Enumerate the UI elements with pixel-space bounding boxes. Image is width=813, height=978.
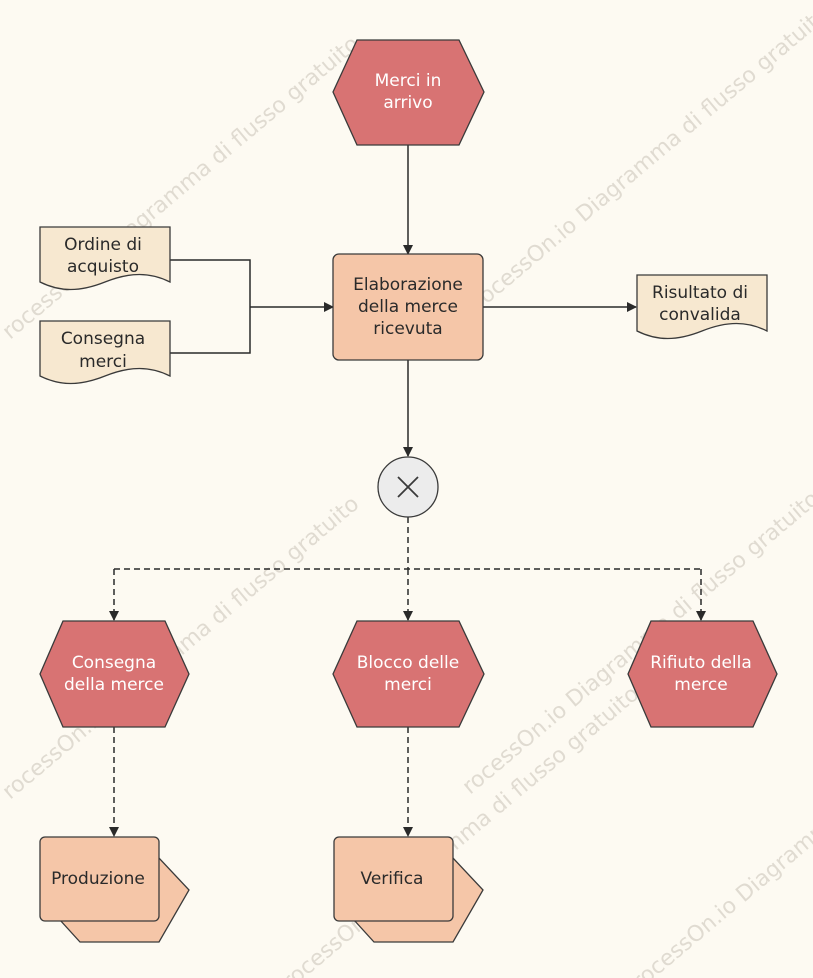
event-label-line: merci xyxy=(384,675,432,695)
event-label-line: Merci in xyxy=(375,71,442,91)
function-label-line: ricevuta xyxy=(373,319,442,339)
event-label-line: arrivo xyxy=(383,93,432,113)
event-rifiuto-della-merce[interactable]: Rifiuto della merce xyxy=(627,620,778,728)
document-label-line: acquisto xyxy=(67,257,139,277)
process-path-verifica[interactable]: Verifica xyxy=(333,836,484,943)
document-consegna-merci[interactable]: Consegna merci xyxy=(39,320,171,385)
event-label-line: Blocco delle xyxy=(357,653,459,673)
function-elaborazione-merce[interactable]: Elaborazione della merce ricevuta xyxy=(332,253,484,361)
document-label-line: Ordine di xyxy=(64,235,142,255)
function-label-line: Elaborazione xyxy=(353,275,463,295)
document-risultato-di-convalida[interactable]: Risultato di convalida xyxy=(636,274,768,340)
event-consegna-della-merce[interactable]: Consegna della merce xyxy=(39,620,190,728)
watermark-text: rocessOn.io Diagramma di flusso gratuito xyxy=(0,32,364,345)
connector-consegna-to-merge xyxy=(170,307,251,354)
document-ordine-di-acquisto[interactable]: Ordine di acquisto xyxy=(39,226,171,291)
dashed-connectors xyxy=(109,517,706,837)
event-label-line: Rifiuto della xyxy=(650,653,752,673)
document-label-line: merci xyxy=(79,352,127,372)
event-label-line: Consegna xyxy=(72,653,156,673)
process-path-produzione[interactable]: Produzione xyxy=(39,836,190,943)
gateway-xor[interactable] xyxy=(377,456,439,518)
connector-ordine-to-merge xyxy=(170,259,251,307)
function-label-line: della merce xyxy=(358,297,458,317)
watermark-text: rocessOn.io Diagramma di flusso gratuito xyxy=(468,2,813,315)
close-icon xyxy=(397,476,419,498)
event-merci-in-arrivo[interactable]: Merci in arrivo xyxy=(332,39,485,146)
process-label: Verifica xyxy=(361,869,424,889)
event-blocco-delle-merci[interactable]: Blocco delle merci xyxy=(332,620,485,728)
document-label-line: Consegna xyxy=(61,329,145,349)
process-label: Produzione xyxy=(51,869,145,889)
event-label-line: della merce xyxy=(64,675,164,695)
connectors xyxy=(109,145,706,837)
document-label-line: convalida xyxy=(659,305,741,325)
document-label-line: Risultato di xyxy=(652,283,748,303)
event-label-line: merce xyxy=(674,675,727,695)
watermark-text: rocessOn.io Diagramma di flusso gratuito xyxy=(278,682,644,978)
